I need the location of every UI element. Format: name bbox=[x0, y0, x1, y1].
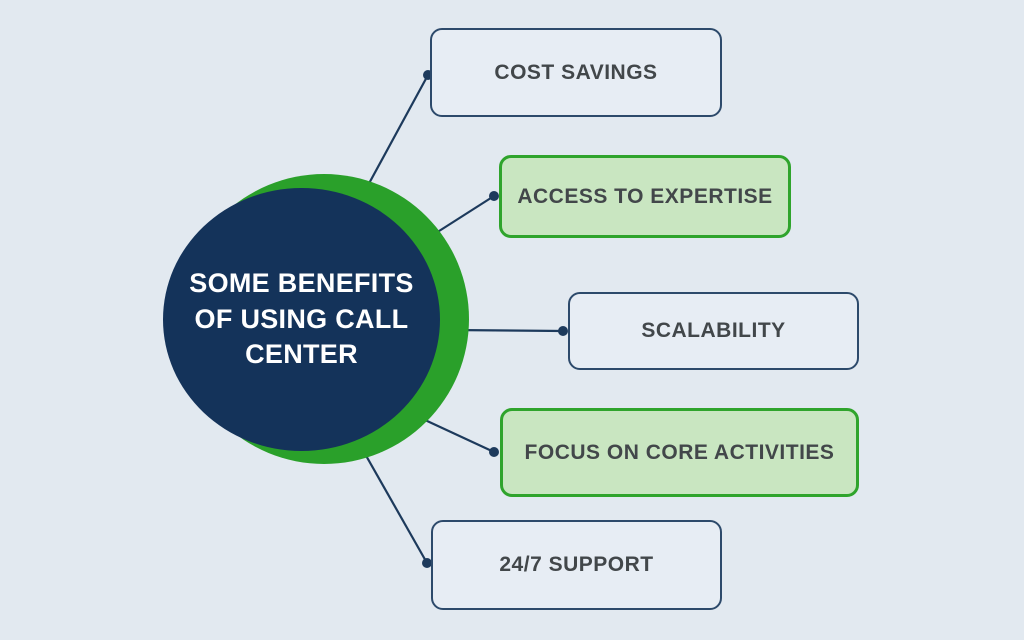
connector-dot-access-to-expertise bbox=[489, 191, 499, 201]
benefit-label-cost-savings: COST SAVINGS bbox=[494, 60, 658, 84]
benefit-node-scalability: SCALABILITY bbox=[568, 292, 859, 370]
benefit-label-24-7-support: 24/7 SUPPORT bbox=[499, 553, 654, 576]
benefit-label-focus-on-core-activities: FOCUS ON CORE ACTIVITIES bbox=[524, 440, 835, 464]
benefit-node-access-to-expertise: ACCESS TO EXPERTISE bbox=[499, 155, 791, 238]
connector-dot-scalability bbox=[558, 326, 568, 336]
connector-focus-on-core-activities bbox=[424, 419, 495, 453]
benefit-label-scalability: SCALABILITY bbox=[641, 319, 786, 342]
connector-24-7-support bbox=[359, 444, 428, 564]
connector-dot-24-7-support bbox=[422, 558, 432, 568]
benefit-node-24-7-support: 24/7 SUPPORT bbox=[431, 520, 722, 610]
benefit-node-focus-on-core-activities: FOCUS ON CORE ACTIVITIES bbox=[500, 408, 859, 497]
connector-dot-focus-on-core-activities bbox=[489, 447, 499, 457]
central-node: SOME BENEFITS OF USING CALL CENTER bbox=[163, 188, 440, 451]
connector-scalability bbox=[449, 328, 564, 333]
benefit-node-cost-savings: COST SAVINGS bbox=[430, 28, 722, 117]
benefit-label-access-to-expertise: ACCESS TO EXPERTISE bbox=[517, 184, 773, 208]
connector-cost-savings bbox=[359, 74, 429, 201]
center-title: SOME BENEFITS OF USING CALL CENTER bbox=[189, 268, 414, 370]
